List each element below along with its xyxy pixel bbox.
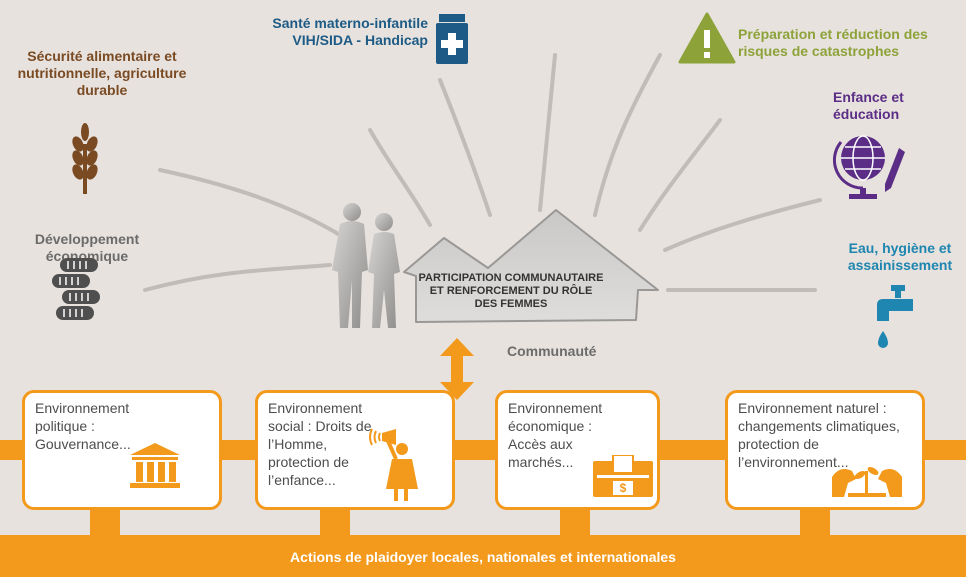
megaphone-person-icon xyxy=(369,428,418,501)
wheat-icon xyxy=(72,123,98,194)
env-text-political: Environnement politique : Gouvernance... xyxy=(35,400,131,452)
env-box-economic: Environnement économique : Accès aux mar… xyxy=(495,390,660,510)
coins-icon xyxy=(52,258,100,320)
env-text-economic: Environnement économique : Accès aux mar… xyxy=(508,400,603,470)
sector-risk-reduction: Préparation et réduction des risques de … xyxy=(738,26,928,59)
institution-icon xyxy=(130,443,180,488)
env-text-social: Environnement social : Droits de l’Homme… xyxy=(268,400,372,488)
env-box-natural: Environnement naturel : changements clim… xyxy=(725,390,925,510)
warning-icon xyxy=(678,12,736,64)
env-box-political: Environnement politique : Gouvernance... xyxy=(22,390,222,510)
medicine-jar-icon xyxy=(436,14,468,64)
advocacy-label: Actions de plaidoyer locales, nationales… xyxy=(290,549,676,565)
globe-icon xyxy=(833,135,905,199)
double-arrow-icon xyxy=(440,338,474,400)
sector-food-security: Sécurité alimentaire et nutritionnelle, … xyxy=(17,48,187,98)
env-box-social: Environnement social : Droits de l’Homme… xyxy=(255,390,455,510)
svg-text:$: $ xyxy=(620,481,627,495)
sector-health: Santé materno-infantile VIH/SIDA - Handi… xyxy=(272,15,428,48)
cash-box-icon: $ xyxy=(593,455,653,497)
planting-hands-icon xyxy=(832,467,902,497)
advocacy-bar xyxy=(0,535,966,577)
horizontal-beam xyxy=(0,440,966,460)
house-label: PARTICIPATION COMMUNAUTAIRE ET RENFORCEM… xyxy=(418,272,604,310)
sector-child-education: Enfance et éducation xyxy=(833,89,904,122)
community-label: Communauté xyxy=(507,343,597,359)
sector-water: Eau, hygiène et assainissement xyxy=(847,240,953,273)
env-text-natural: Environnement naturel : changements clim… xyxy=(738,400,900,470)
faucet-icon xyxy=(877,285,913,348)
community-house xyxy=(403,209,659,323)
people-silhouette xyxy=(332,203,400,328)
